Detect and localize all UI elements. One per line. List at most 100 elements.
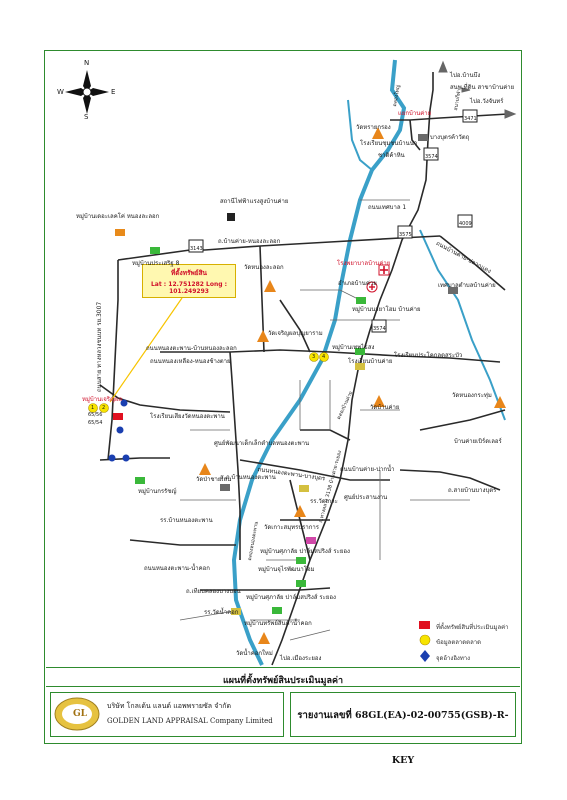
label-village-prasert: หมู่บ้านประเสริฐ 8: [132, 260, 180, 267]
label-village-lake: หมู่บ้านเดอะเลคโค่ หนองละลอก: [76, 213, 160, 220]
compass-e: E: [111, 88, 116, 96]
label-school-wat-koh: รร.วัดเกาะ: [310, 498, 338, 505]
marker-number-1: 1: [91, 405, 95, 411]
label-station: ศูนย์ประสานงาน: [344, 494, 388, 501]
label-village-krai: หมู่บ้านกรรัชญ์: [138, 488, 177, 495]
road-sign-3471: 3471: [464, 116, 477, 122]
label-bang-bo: ถ.เทียบคลองบางบอน: [186, 588, 241, 595]
footer: GL บริษัท โกลเด้น แลนด์ แอพพรายซัล จำกัด…: [46, 687, 520, 766]
label-village-supalai-2: หมู่บ้านศุภาลัย ปาล์มสปริงส์ ระยอง: [246, 594, 336, 601]
junction-marker: [120, 399, 128, 407]
label-ban-khai-cong: บ้านค่ายเบิร์ดเลอร์: [454, 438, 502, 445]
label-village-nam-khok: หมู่บ้านทรัพย์สินค้าน้ำคอก: [244, 620, 312, 627]
label-yaek-ban-khai: แยกบ้านค่าย: [398, 110, 432, 117]
label-wat-nong-kho: วัดหนองกระทุ่ม: [452, 392, 492, 399]
property-callout: ที่ตั้งทรัพย์สิน Lat : 12.751282 Long : …: [142, 264, 236, 298]
label-ban-khai-road: ถ.บ้านค่าย-หนองละลอก: [218, 238, 281, 245]
label-village-supalai: หมู่บ้านศุภาลัย ปาล์มสปริงส์ ระยอง: [260, 548, 350, 555]
marker-number-2: 2: [102, 405, 106, 411]
village-icons: [115, 134, 458, 615]
label-land-office: สนพ.ที่ดิน สาขาบ้านค่าย: [450, 84, 515, 91]
label-school-ban-khai: โรงเรียนบ้านค่าย: [348, 358, 393, 365]
property-marker: [113, 413, 123, 420]
label-district-office: อำเภอบ้านค่าย: [338, 280, 377, 287]
direction-arrows: [438, 60, 517, 119]
road-sign-3575: 3575: [399, 232, 412, 238]
company-name-en: GOLDEN LAND APPRAISAL Company Limited: [107, 717, 273, 725]
report-number: รายงานเลขที่ 68GL(EA)-02-00755(GSB)-R-KE…: [297, 710, 509, 766]
label-wat-ban-khai: วัดบ้านค่าย: [370, 404, 400, 411]
map-title: แผนที่ตั้งทรัพย์สินประเมินมูลค่า: [222, 676, 344, 686]
legend-junction-swatch: [420, 650, 430, 662]
legend-property-swatch: [419, 621, 430, 629]
junction-marker: [116, 426, 124, 434]
compass-w: W: [57, 88, 64, 96]
label-wat-koh: วัดเกาะสมุทรปราการ: [264, 524, 319, 531]
label-ban-khai-hospital: โรงพยาบาลบ้านค่าย: [337, 260, 391, 267]
map-title-bar: แผนที่ตั้งทรัพย์สินประเมินมูลค่า: [46, 667, 520, 687]
map-frame: [44, 50, 522, 744]
label-wat-pa: วัดป่าชายเลน: [196, 476, 232, 483]
label-to-rayong: ไปอ.เมืองระยอง: [280, 655, 322, 662]
report-box: รายงานเลขที่ 68GL(EA)-02-00755(GSB)-R-KE…: [290, 692, 516, 766]
label-school-rayong: โรงเรียนประโคกลดสระบัว: [394, 352, 463, 359]
label-power-station: สถานีไฟฟ้าแรงสูงบ้านค่าย: [220, 198, 289, 205]
label-thetsaban-road: ถนนเทศบาล 1: [368, 204, 407, 211]
road-sign-3574b: 3574: [373, 326, 386, 332]
road-network: [99, 72, 509, 666]
label-ban-bueng: ไปอ.บ้านบึง: [450, 72, 481, 79]
market-marker-2: [99, 403, 109, 413]
label-wang-chan: ไปอ.วังจันทร์: [470, 98, 504, 105]
company-box: GL บริษัท โกลเด้น แลนด์ แอพพรายซัล จำกัด…: [50, 692, 284, 737]
callout-pointer: [109, 297, 183, 403]
label-property-village: หมู่บ้านเจริญผล: [82, 396, 123, 403]
label-village-thep: หมู่บ้านเทพไธสง: [332, 344, 375, 351]
label-school-nong-takhian: โรงเรียนเสียงวัดหนองตะพาน: [150, 413, 225, 420]
label-road-a: ถนนบ้านค่าย-ปากน้ำ: [340, 466, 395, 473]
callout-title: ที่ตั้งทรัพย์สิน: [171, 269, 207, 277]
river-east: [419, 229, 506, 421]
label-wat-nong-lalok: วัดหนองละลอก: [244, 264, 284, 271]
marker-number-4: 4: [322, 354, 326, 360]
road-signs: [188, 109, 478, 333]
marker-number-3: 3: [312, 354, 316, 360]
label-village-churai: หมู่บ้านจุไรพัฒนาโฮม: [258, 566, 315, 573]
label-wat-charoen: วัดเจริญผลบุญยาราม: [268, 330, 323, 337]
label-bo-wa: ถ.สายบ้านบางบุตร: [448, 487, 497, 494]
legend-property-label: ที่ตั้งทรัพย์สินที่ประเมินมูลค่า: [436, 624, 509, 631]
market-marker-1: [88, 403, 98, 413]
river-branch: [347, 99, 373, 171]
compass-s: S: [84, 113, 89, 121]
company-logo: GL: [73, 709, 88, 719]
junction-marker: [122, 454, 130, 462]
label-nong-lueang-road: ถนนหนองเหลือง-หนองช้างตาย: [150, 358, 231, 365]
road-sign-3143: 3143: [190, 246, 203, 252]
label-municipality: เทศบาลตำบลบ้านค่าย: [438, 282, 496, 289]
label-nong-takhian-nam-khok: ถนนหนองตะพาน-น้ำคอก: [144, 565, 210, 572]
minor-roads: [179, 199, 470, 641]
label-bang-but: บางบุตรค้าวัตถุ: [430, 134, 470, 141]
compass-n: N: [84, 59, 90, 67]
label-wat-top: วัดหรายกรอง: [356, 124, 391, 131]
label-village-nayahome: หมู่บ้านนายาโฮม บ้านค่าย: [352, 306, 421, 313]
compass-rose: [65, 70, 109, 114]
callout-coordinates: Lat : 12.751282 Long : 101.249293: [150, 281, 228, 295]
label-police: ส.ภ.บ้านหนองตะพาน: [220, 474, 276, 481]
label-school-nam-khok: รร.วัดน้ำคอก: [204, 609, 239, 616]
market-marker-4: [319, 352, 329, 362]
label-nong-takhian-road: ถนนหนองตะพาน-บ้านหนองละลอก: [146, 345, 237, 352]
label-school-ban-na: โรงเรียนชุมชนบ้านนา: [360, 140, 418, 147]
legend-market-label: ข้อมูลตลาดตลาด: [436, 639, 482, 646]
label-school-nong-takhian2: รร.บ้านหนองตะพาน: [160, 517, 213, 524]
market-marker-3: [309, 352, 319, 362]
label-child-center: ศูนย์พัฒนาเด็กเล็กตำบลหนองตะพาน: [214, 440, 310, 447]
label-wat-nam-khok: วัดน้ำคอกใหม่: [236, 650, 273, 657]
temple-icons: [199, 127, 506, 644]
label-property-road: ถนนสาย ทางหลวงชนบท รย.3007: [96, 301, 103, 392]
label-chat: ชาติค้าหิน: [378, 152, 405, 159]
legend-market-swatch: [419, 634, 431, 646]
company-name-th: บริษัท โกลเด้น แลนด์ แอพพรายซัล จำกัด: [107, 702, 232, 710]
legend-junction-label: จุดอ้างอิงทาง: [436, 655, 471, 662]
junction-marker: [108, 454, 116, 462]
